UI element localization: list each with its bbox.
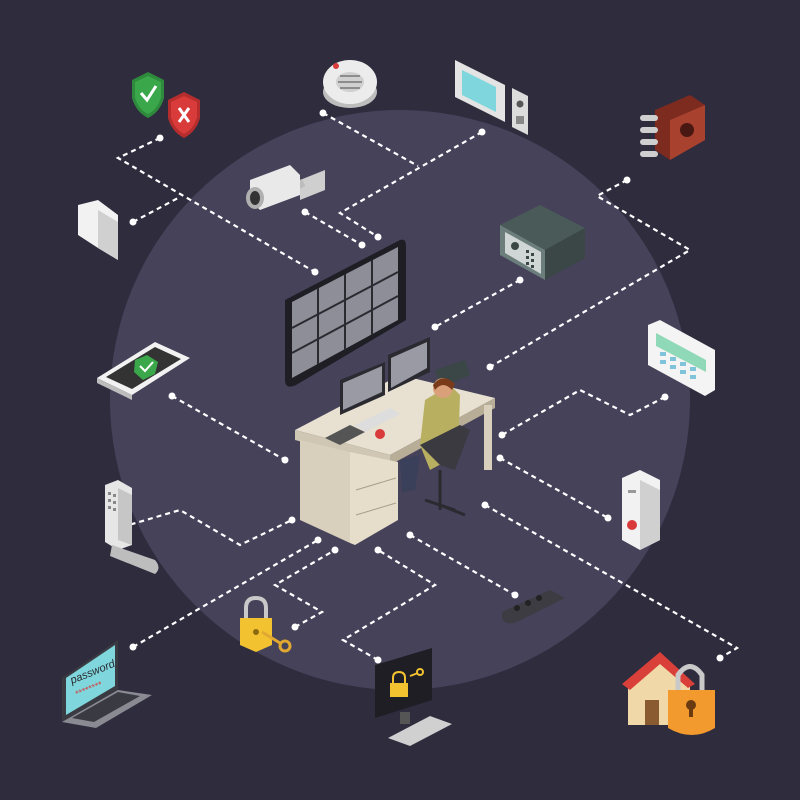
laptop-password-icon: password ********	[62, 640, 152, 728]
door-lock-icon	[640, 95, 705, 160]
cctv-camera-icon	[246, 165, 325, 210]
connector-wall-sensor	[132, 197, 179, 223]
connector-safe	[434, 279, 521, 328]
monitor-wall-icon	[285, 239, 406, 387]
connector-door-keypad	[121, 508, 293, 547]
security-operator-desk	[295, 337, 495, 545]
connector-remote	[409, 534, 516, 596]
safe-icon	[500, 205, 585, 280]
remote-control-icon	[502, 590, 565, 624]
shield-check-icon	[132, 72, 164, 118]
panic-button-icon	[622, 470, 660, 550]
connector-intercom	[337, 131, 483, 238]
connector-computer	[340, 549, 438, 661]
connector-smoke-detector	[322, 112, 419, 167]
connector-house	[484, 504, 740, 659]
connector-keypad	[501, 388, 666, 436]
padlock-key-icon	[240, 595, 292, 653]
house-lock-icon	[622, 652, 715, 735]
computer-key-icon	[375, 648, 452, 746]
door-keypad-lock-icon	[105, 480, 159, 574]
connector-phone	[171, 395, 286, 461]
phone-shield-icon	[97, 342, 190, 400]
wall-sensor-icon	[78, 200, 118, 260]
connector-panic-button	[499, 457, 609, 519]
video-intercom-icon	[455, 60, 528, 135]
alarm-keypad-icon	[648, 320, 715, 396]
smoke-detector-icon	[323, 60, 377, 108]
shield-cross-icon	[168, 92, 200, 138]
connector-shields	[115, 137, 316, 273]
connector-padlock	[272, 549, 336, 628]
connector-lines	[115, 109, 740, 664]
connector-camera	[304, 211, 363, 246]
